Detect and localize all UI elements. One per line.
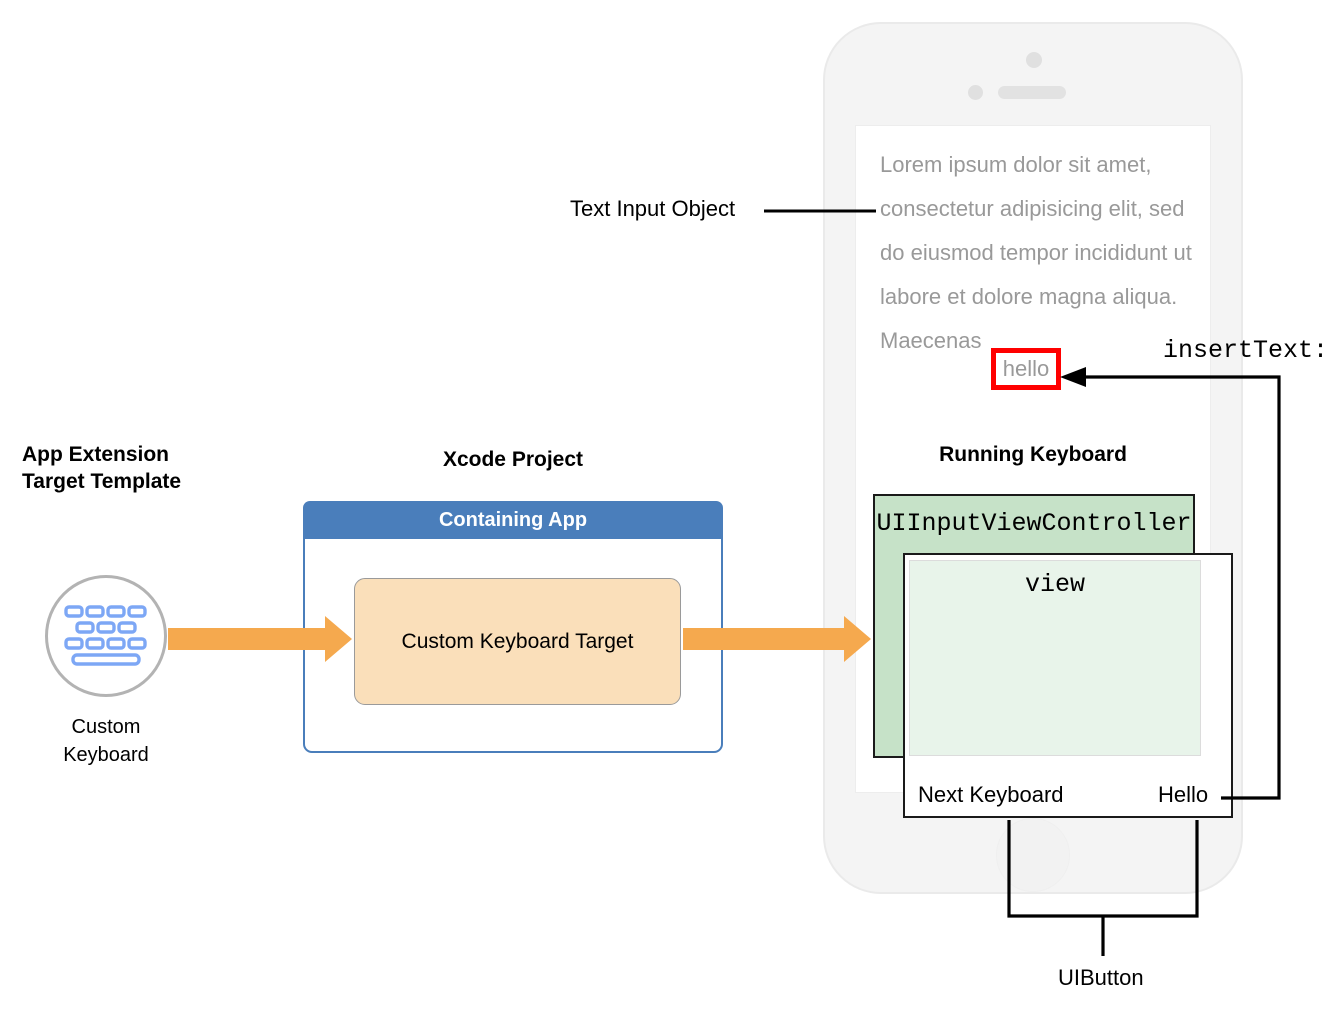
insert-text-callout-label: insertText: [1163,336,1329,365]
inserted-text-highlight [991,348,1061,390]
phone-speaker-icon [998,86,1066,99]
uibutton-callout-label: UIButton [1058,965,1144,990]
next-keyboard-button[interactable]: Next Keyboard [918,782,1064,807]
hello-button[interactable]: Hello [1158,782,1209,807]
custom-keyboard-label: Custom Keyboard [63,716,149,766]
phone-camera-icon [1026,52,1042,68]
text-input-object-callout-label: Text Input Object [570,196,736,221]
phone-home-button [996,818,1070,892]
phone-proximity-sensor-icon [968,85,983,100]
xcode-project-caption: Xcode Project [442,448,584,471]
inserted-text-value: hello [1002,356,1050,381]
app-extension-template-caption: App Extension Target Template [22,443,182,493]
custom-keyboard-target-label: Custom Keyboard Target [401,629,634,653]
containing-app-title-text: Containing App [438,508,588,531]
keyboard-icon [45,575,167,697]
text-input-object-content: Lorem ipsum dolor sit amet, consectetur … [880,152,1192,353]
keyboard-view-label: view [1024,570,1085,599]
custom-keyboard-target-box: Custom Keyboard Target [354,578,681,705]
custom-keyboard-circle [45,575,167,697]
running-keyboard-caption: Running Keyboard [939,443,1127,466]
uiinputviewcontroller-label: UIInputViewController [876,508,1192,538]
containing-app-title: Containing App [303,501,723,539]
